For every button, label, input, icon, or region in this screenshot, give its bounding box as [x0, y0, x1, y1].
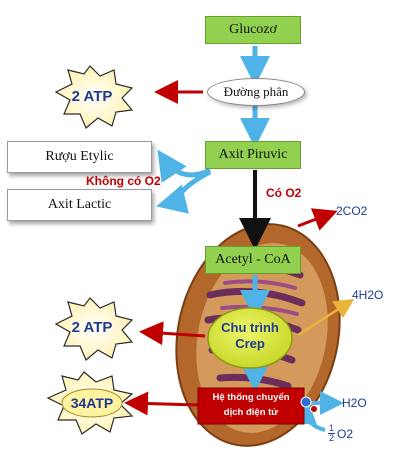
krebs-line1: Chu trình [221, 320, 279, 335]
glycolysis-node: Đường phân [207, 78, 305, 106]
pyruvic-acid-node: Axit Piruvic [205, 141, 301, 169]
atp-krebs-label: 2 ATP [71, 319, 113, 336]
fermentation-branch-arrows [156, 149, 212, 214]
krebs-line2: Crep [235, 336, 265, 351]
glycolysis-label: Đường phân [223, 84, 289, 99]
lactic-acid-node: Axit Lactic [7, 189, 152, 221]
electron-transport-label: Hệ thống chuyển dịch điện tử [198, 390, 304, 420]
half-denominator: 2 [329, 433, 335, 443]
h2o-label: H2O [342, 396, 367, 410]
atp-glycolysis-label: 2 ATP [71, 88, 113, 105]
acetyl-coa-node: Acetyl - CoA [205, 246, 301, 274]
electron-transport-line1: Hệ thống chuyển [212, 392, 290, 403]
krebs-cycle-label: Chu trình Crep [208, 320, 292, 352]
half-oxygen-label: 1 2 O2 [328, 424, 353, 443]
glucose-node: Glucozơ [205, 16, 301, 44]
electron-transport-line2: dịch điện tử [223, 407, 279, 418]
half-numerator: 1 [328, 423, 336, 434]
oxygen-text: O2 [337, 426, 354, 441]
with-oxygen-label: Có O2 [266, 186, 302, 200]
glucose-label: Glucozơ [229, 22, 277, 37]
ethyl-alcohol-node: Rượu Etylic [7, 141, 152, 173]
no-oxygen-label: Không có O2 [86, 174, 161, 188]
atp-starburst-glycolysis [54, 65, 134, 129]
acetyl-coa-label: Acetyl - CoA [215, 252, 291, 267]
atp-electron-transport-label: 34ATP [70, 395, 114, 411]
h2o-4-label: 4H2O [352, 288, 384, 302]
atp-red-arrows [124, 80, 206, 416]
lactic-acid-label: Axit Lactic [47, 197, 112, 212]
ethyl-alcohol-label: Rượu Etylic [45, 149, 114, 164]
co2-label: 2CO2 [336, 204, 368, 218]
krebs-cycle-node [207, 307, 293, 369]
atp-starburst-krebs [54, 297, 134, 361]
atp-starburst-electron-transport [46, 371, 134, 435]
pyruvic-acid-label: Axit Piruvic [218, 147, 288, 162]
